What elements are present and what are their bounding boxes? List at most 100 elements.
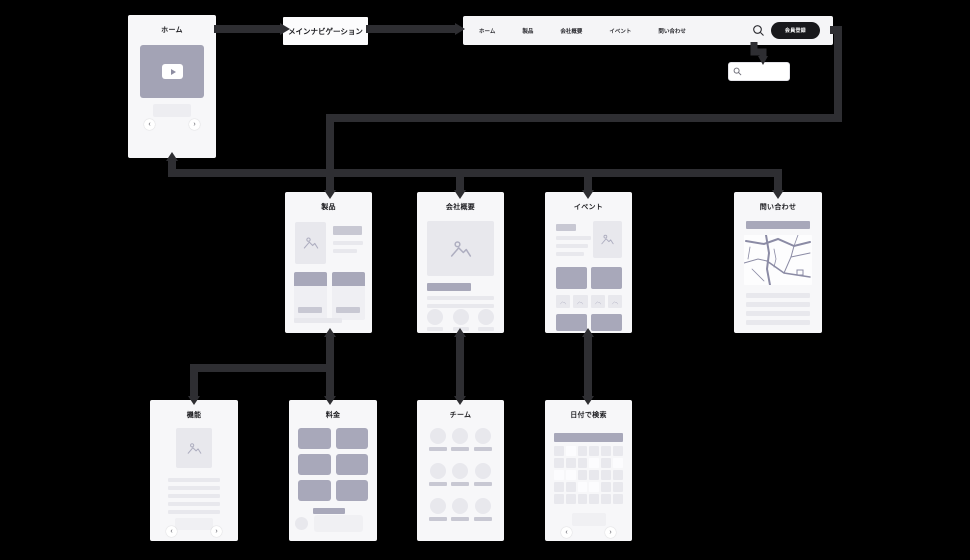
thumbnail-placeholder [590,295,605,308]
placeholder-tile [298,428,331,449]
placeholder-tile [298,454,331,475]
page-title: チーム [449,412,472,419]
node-pricing-page[interactable]: 料金 [289,400,377,541]
placeholder-tile [335,454,368,475]
calendar-cell [589,446,600,456]
avatar-circle [452,463,469,479]
avatar [427,309,443,331]
node-search-field[interactable] [728,62,790,81]
placeholder-button [175,518,213,530]
placeholder-tile [591,314,622,331]
placeholder-line [427,304,494,308]
node-events-page[interactable]: イベント [545,192,632,333]
placeholder-tile [556,267,587,289]
product-card-placeholder [332,272,365,320]
carousel-controls: ‹ › [128,119,216,130]
node-date-search-page[interactable]: 日付で検索 ‹ › [545,400,632,541]
product-card-placeholder [294,272,327,320]
mountain-photo-icon [577,300,584,304]
page-title: 会社概要 [445,204,476,211]
calendar-cell [589,470,600,480]
calendar-cell [565,458,576,468]
mountain-photo-icon [187,442,201,454]
placeholder-line [168,502,220,506]
placeholder-line [746,311,810,316]
calendar-cell [565,446,576,456]
avatar-circle [430,428,447,444]
search-icon [753,25,764,36]
node-products-page[interactable]: 製品 [285,192,372,333]
avatar-circle [452,309,469,325]
node-navbar[interactable]: ホーム 製品 会社概要 イベント 問い合わせ 会員登録 [463,16,833,45]
placeholder-bar [298,307,322,313]
avatar-row [427,309,494,331]
calendar-cell [601,458,612,468]
placeholder-bar [429,482,448,486]
page-title: 製品 [321,204,336,211]
calendar-cell [613,458,623,468]
page-title: 問い合わせ [759,204,797,211]
avatar-circle [474,428,491,444]
placeholder-line [294,318,342,323]
avatar-circle [430,498,447,514]
nav-item-about: 会社概要 [560,28,583,35]
placeholder-line [168,494,220,498]
calendar-cell [565,494,576,504]
avatar-circle [430,463,447,479]
mountain-photo-icon [601,234,614,245]
team-member [451,498,470,521]
calendar-cell [577,470,588,480]
placeholder-bar [452,327,469,331]
placeholder-line [333,241,363,245]
placeholder-line [168,510,220,514]
placeholder-heading [746,221,810,229]
label-text: メインナビゲーション [288,26,363,36]
calendar-cell [565,482,576,492]
placeholder-line [333,249,357,253]
thumbnail-placeholder [607,295,622,308]
placeholder-line [746,293,810,298]
thumbnail-grid [556,295,622,308]
carousel-controls: ‹ › [545,527,632,538]
placeholder-tile [556,314,587,331]
search-icon [733,67,742,76]
team-member [429,498,448,521]
calendar-header [554,433,623,442]
node-contact-page[interactable]: 問い合わせ [734,192,822,333]
nav-item-home: ホーム [479,28,496,35]
team-member [429,463,448,486]
calendar-cell [589,458,600,468]
mountain-photo-icon [594,300,601,304]
placeholder-bar [478,327,494,331]
placeholder-bar [336,307,360,313]
calendar-cell [601,446,612,456]
node-main-navigation-label[interactable]: メインナビゲーション [283,17,368,45]
calendar-cell [589,482,600,492]
calendar-cell [613,446,623,456]
placeholder-image [294,272,327,286]
mountain-photo-icon [560,300,567,304]
placeholder-bar [153,104,191,117]
avatar-circle [474,498,491,514]
node-home-page[interactable]: ホーム ‹ › [128,15,216,158]
team-grid [427,428,494,521]
placeholder-image [332,272,365,286]
placeholder-line [746,320,810,325]
node-features-page[interactable]: 機能 ‹ › [150,400,238,541]
node-about-page[interactable]: 会社概要 [417,192,504,333]
node-team-page[interactable]: チーム [417,400,504,541]
calendar-cell [577,482,588,492]
play-icon [161,64,183,79]
avatar [452,309,469,331]
calendar-cell [577,494,588,504]
avatar-circle [452,428,469,444]
chevron-right-icon: › [189,119,200,130]
calendar-cell [554,482,564,492]
calendar-cell [565,470,576,480]
chevron-left-icon: ‹ [561,527,572,538]
placeholder-line [168,478,220,482]
placeholder-tile [591,267,622,289]
avatar-circle [474,463,491,479]
map-illustration-icon [743,234,811,286]
